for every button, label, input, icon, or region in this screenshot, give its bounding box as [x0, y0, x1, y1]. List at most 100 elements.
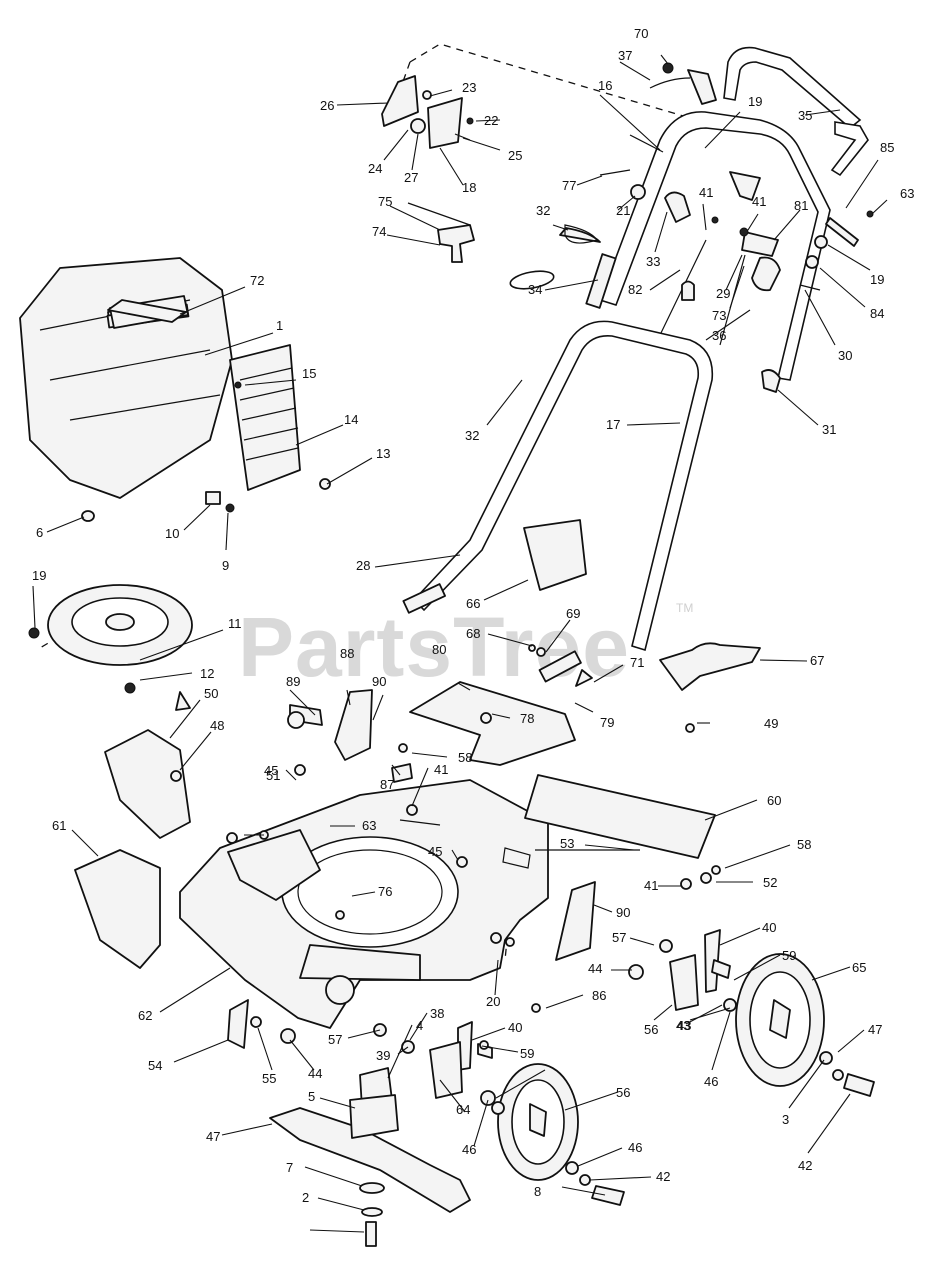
part-number-label: 9 [222, 558, 229, 573]
part-number-label: 52 [763, 875, 777, 890]
part-number-label: 82 [628, 282, 642, 297]
part-number-label: 68 [466, 626, 480, 641]
part-number-label: 85 [880, 140, 894, 155]
part-number-label: 45 [264, 763, 278, 778]
part-number-label: 63 [362, 818, 376, 833]
part-number-label: 37 [618, 48, 632, 63]
part-number-label: 28 [356, 558, 370, 573]
part-number-label: 49 [764, 716, 778, 731]
part-number-label: 56 [616, 1085, 630, 1100]
part-number-label: 22 [484, 113, 498, 128]
part-number-label: 51 [266, 768, 280, 783]
part-number-label: 70 [634, 26, 648, 41]
part-number-label: 34 [528, 282, 542, 297]
part-number-label: 24 [368, 161, 382, 176]
part-number-label: 6 [36, 525, 43, 540]
part-number-label: 19 [870, 272, 884, 287]
leader-lines [32, 54, 888, 1233]
part-number-label: 41 [434, 762, 448, 777]
part-number-label: 45 [428, 844, 442, 859]
part-number-label: 61 [52, 818, 66, 833]
part-number-label: 90 [616, 905, 630, 920]
part-number-label: 23 [462, 80, 476, 95]
part-number-label: 76 [378, 884, 392, 899]
mower-deck [179, 779, 549, 1029]
part-number-label: 47 [868, 1022, 882, 1037]
part-number-label: 55 [262, 1071, 276, 1086]
part-number-label: 19 [32, 568, 46, 583]
part-number-label: 71 [630, 655, 644, 670]
part-number-label: 54 [148, 1058, 162, 1073]
part-number-label: 73 [712, 308, 726, 323]
part-number-label: 33 [646, 254, 660, 269]
part-number-label: 46 [628, 1140, 642, 1155]
part-number-label: 56 [644, 1022, 658, 1037]
part-number-label: 3 [782, 1112, 789, 1127]
part-number-label: 90 [372, 674, 386, 689]
part-number-label: 10 [165, 526, 179, 541]
part-number-label: 36 [712, 328, 726, 343]
part-number-label: 63 [900, 186, 914, 201]
part-number-label: 11 [228, 616, 242, 631]
part-number-label: 58 [797, 837, 811, 852]
part-number-label: 64 [456, 1102, 470, 1117]
part-number-label: 39 [376, 1048, 390, 1063]
part-number-label: 29 [716, 286, 730, 301]
part-number-label: 67 [810, 653, 824, 668]
part-number-label: 30 [838, 348, 852, 363]
part-number-label: 2 [302, 1190, 309, 1205]
watermark-text: PartsTree [238, 600, 630, 694]
part-number-label: 65 [852, 960, 866, 975]
part-number-label: 15 [302, 366, 316, 381]
part-number-label: 32 [465, 428, 479, 443]
part-number-label: 81 [794, 198, 808, 213]
wheels [373, 929, 875, 1206]
part-number-label: 80 [432, 642, 446, 657]
part-number-label: 19 [748, 94, 762, 109]
part-number-label: 78 [520, 711, 534, 726]
part-number-label: 44 [588, 961, 602, 976]
part-number-label: 5 [308, 1089, 315, 1104]
part-number-label: 46 [462, 1142, 476, 1157]
part-number-label: 4 [416, 1018, 423, 1033]
part-number-label: 53 [560, 836, 574, 851]
part-number-label: 42 [798, 1158, 812, 1173]
part-number-label: 87 [380, 777, 394, 792]
part-number-label: 41 [752, 194, 766, 209]
part-number-label: 62 [138, 1008, 152, 1023]
part-number-label: 57 [612, 930, 626, 945]
part-number-label: 41 [699, 185, 713, 200]
part-number-label: 40 [508, 1020, 522, 1035]
part-number-label: 31 [822, 422, 836, 437]
part-number-label: 43 [677, 1018, 691, 1033]
part-number-label: 41 [644, 878, 658, 893]
part-number-label: 35 [798, 108, 812, 123]
part-number-label: 72 [250, 273, 264, 288]
part-number-label: 27 [404, 170, 418, 185]
rotary-ring [28, 584, 193, 694]
part-number-label: 1 [276, 318, 283, 333]
part-number-label: 18 [462, 180, 476, 195]
part-number-label: 17 [606, 417, 620, 432]
part-number-label: 46 [704, 1074, 718, 1089]
part-number-label: 12 [200, 666, 214, 681]
control-parts [559, 62, 874, 393]
part-number-label: 32 [536, 203, 550, 218]
part-number-label: 25 [508, 148, 522, 163]
part-number-label: 13 [376, 446, 390, 461]
part-number-label: 38 [430, 1006, 444, 1021]
bracket-parts [381, 75, 475, 263]
part-number-label: 84 [870, 306, 884, 321]
part-number-label: 8 [534, 1184, 541, 1199]
watermark-trademark: TM [676, 601, 693, 615]
blade-group [227, 830, 471, 1247]
part-number-label: 26 [320, 98, 334, 113]
part-number-label: 47 [206, 1129, 220, 1144]
part-number-label: 59 [782, 948, 796, 963]
part-number-label: 20 [486, 994, 500, 1009]
part-number-label: 40 [762, 920, 776, 935]
part-number-label: 66 [466, 596, 480, 611]
part-number-label: 58 [458, 750, 472, 765]
